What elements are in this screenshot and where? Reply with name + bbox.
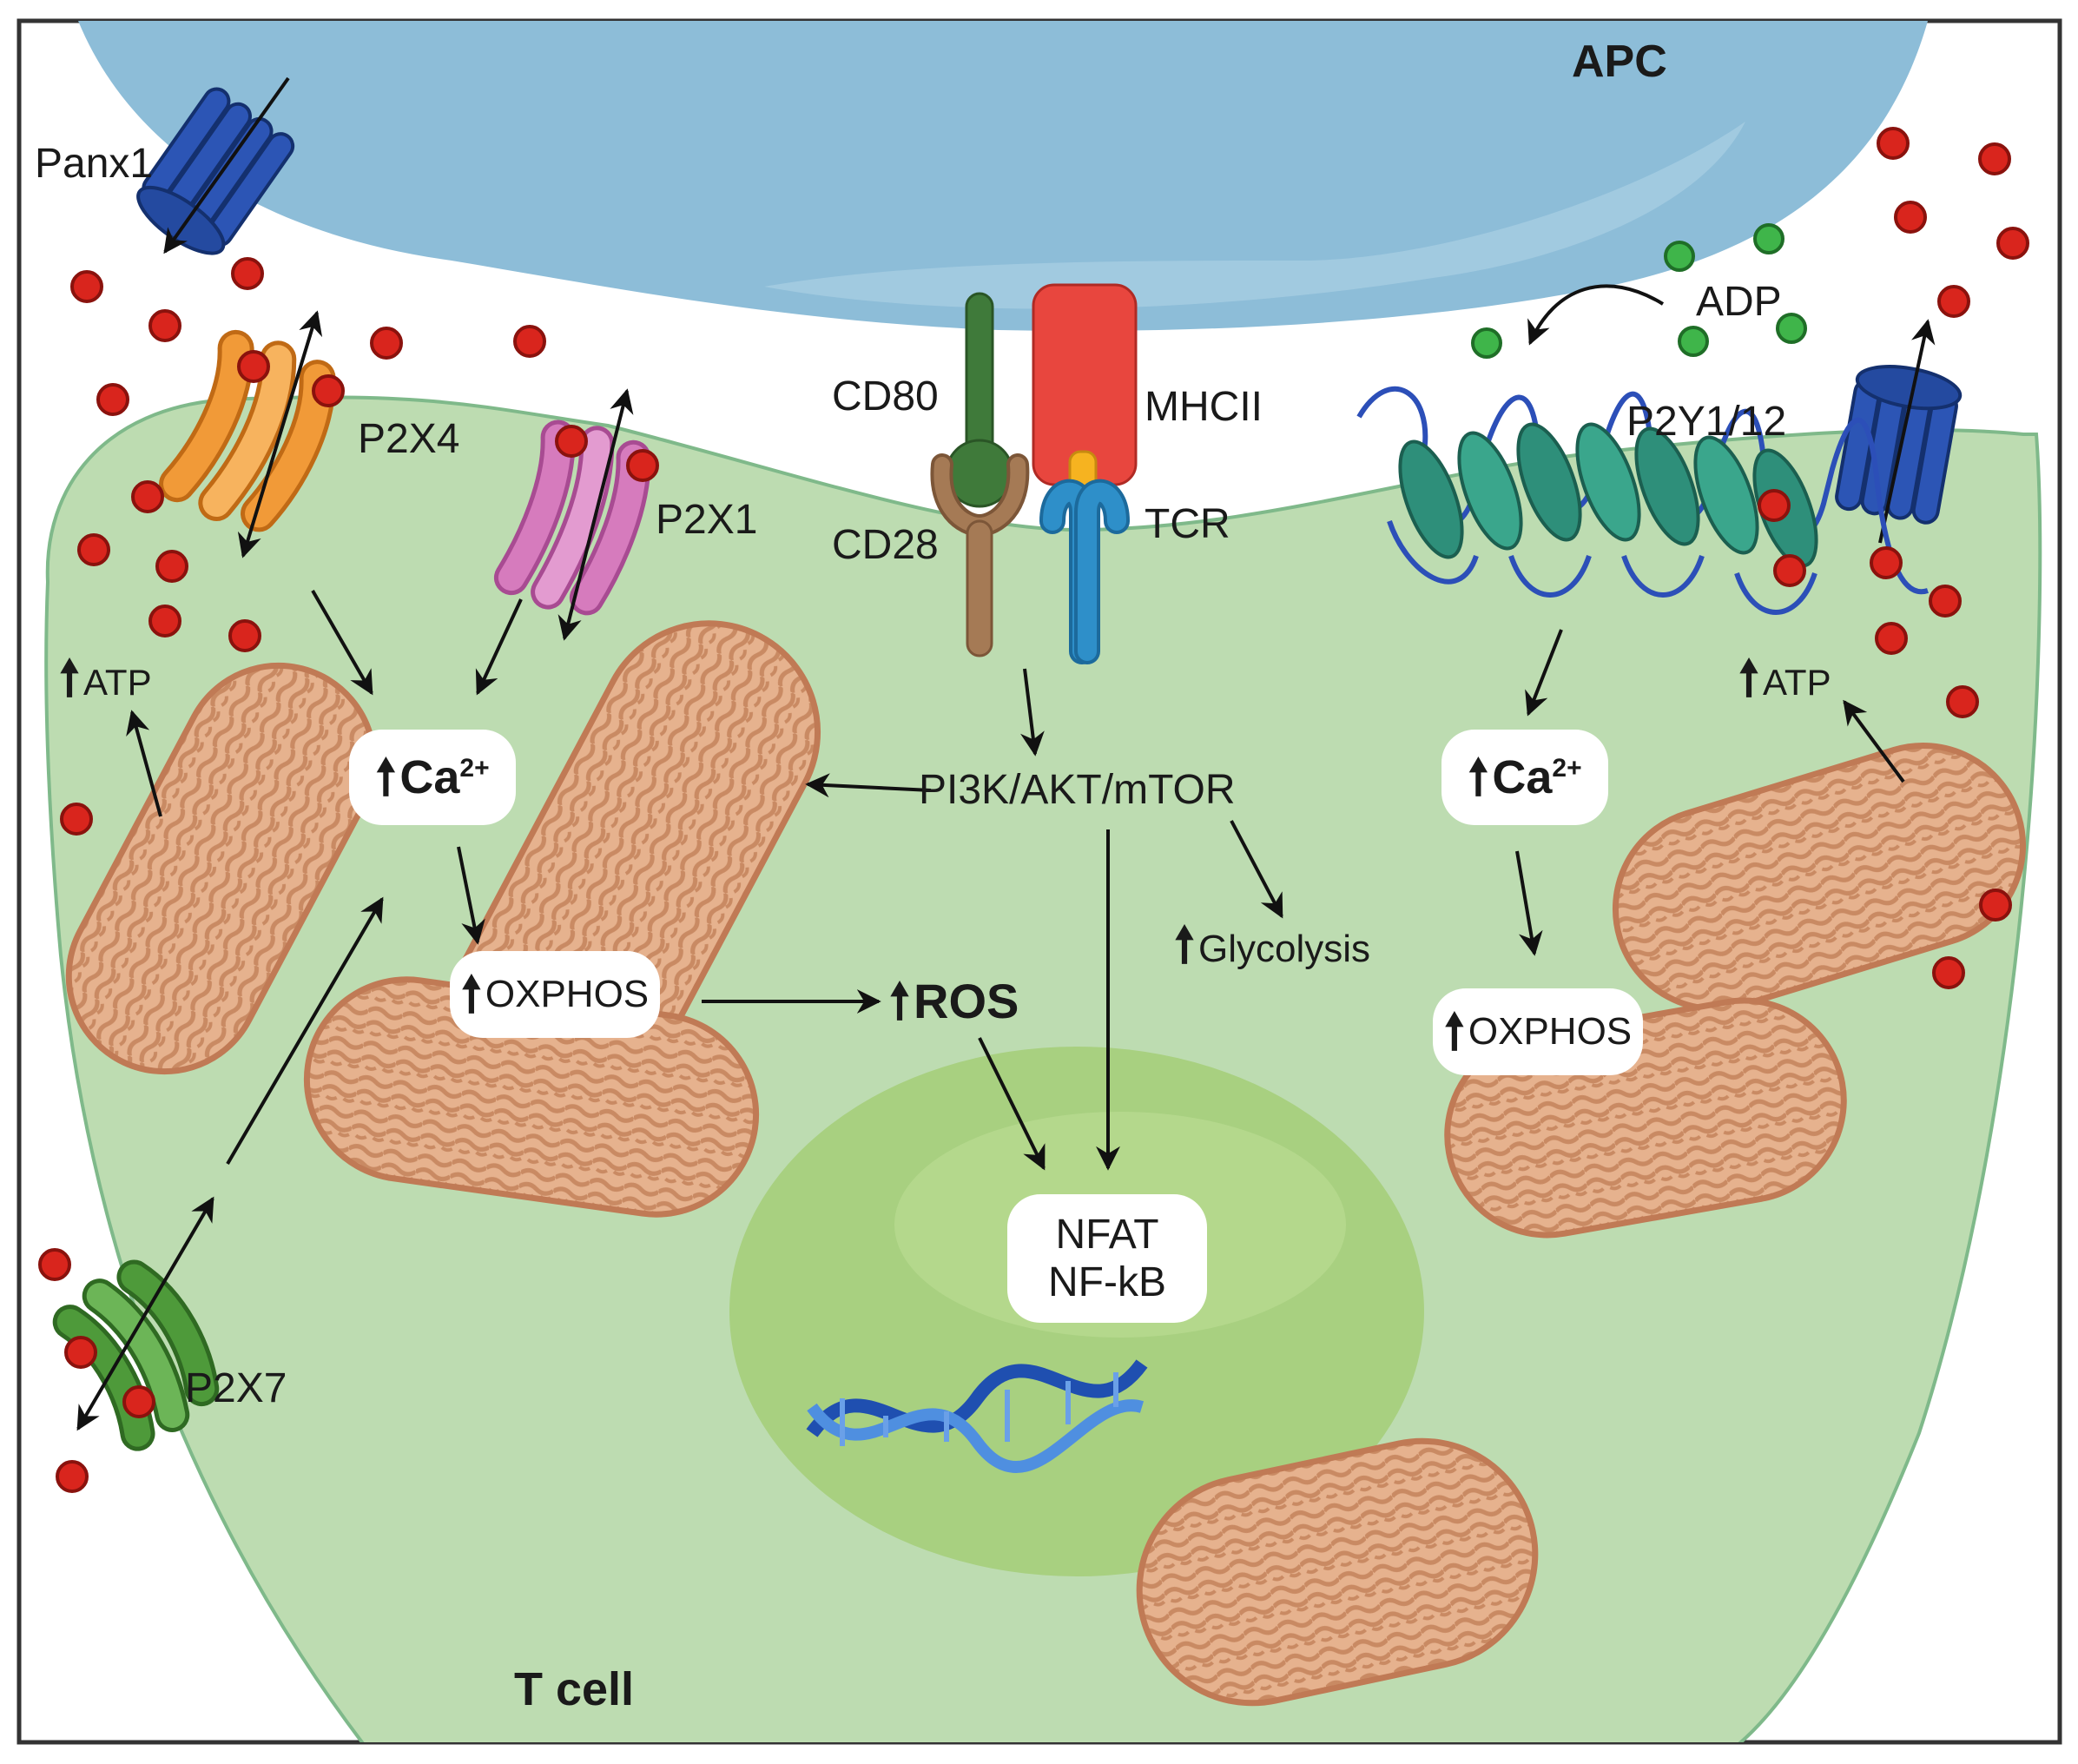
glycolysis-label: 🠕Glycolysis [1174, 921, 1370, 969]
mhcii-molecule [1032, 283, 1138, 505]
atp-left-label: 🠕ATP [59, 654, 152, 703]
ca-right-text: Ca2+ [1492, 751, 1582, 803]
mitochondrion-1 [65, 662, 378, 1075]
p2x7-arrow [76, 1196, 214, 1431]
up-arrow-icon: 🠕 [889, 974, 911, 1028]
p2x4-label: P2X4 [358, 416, 460, 462]
ros-text: ROS [914, 974, 1019, 1028]
ros-label: 🠕ROS [889, 977, 1019, 1026]
p2x7-to-ca-arrow [226, 896, 384, 1166]
ros-to-nfat-arrow [978, 1037, 1046, 1171]
atp-molecules [38, 127, 2029, 1493]
panx1-right-arrow [1878, 319, 1936, 544]
p2x4-to-ca-arrow [311, 590, 373, 696]
pathway-label: PI3K/AKT/mTOR [919, 767, 1236, 813]
cd28-label: CD28 [832, 522, 939, 568]
mito-to-atp-left-arrow [126, 710, 162, 817]
tcr-label: TCR [1145, 501, 1230, 547]
p2y-to-ca-arrow [1525, 629, 1563, 717]
cd28-to-pathway-arrow [1020, 668, 1045, 756]
atp-right-text: ATP [1763, 662, 1831, 703]
up-arrow-icon: 🠕 [375, 750, 397, 804]
ca-right-box: 🠕Ca2+ [1441, 730, 1608, 825]
mitochondrion-4 [1612, 742, 2027, 1013]
ca-left-text: Ca2+ [399, 751, 490, 803]
up-arrow-icon: 🠕 [460, 967, 482, 1021]
glycolysis-text: Glycolysis [1198, 928, 1371, 970]
cd28-molecule [930, 453, 1030, 657]
p2y-receptor [1356, 386, 1929, 615]
atp-right-label: 🠕ATP [1738, 654, 1831, 703]
apc-highlight [764, 122, 1745, 309]
p2x1-to-ca-arrow [475, 598, 523, 696]
oxphos-left-box: 🠕OXPHOS [450, 951, 660, 1038]
mhcii-label: MHCII [1145, 384, 1263, 430]
ca-to-oxphos-left-arrow [457, 846, 485, 945]
up-arrow-icon: 🠕 [1738, 651, 1760, 705]
up-arrow-icon: 🠕 [59, 651, 81, 705]
p2x1-label: P2X1 [656, 497, 758, 543]
oxphos-left-text: OXPHOS [485, 973, 650, 1015]
oxphos-right-box: 🠕OXPHOS [1433, 988, 1643, 1075]
atp-left-text: ATP [83, 662, 152, 703]
mitochondrion-6 [1136, 1437, 1539, 1707]
pathway-to-mito-arrow [805, 773, 932, 798]
panx1-label: Panx1 [35, 141, 154, 187]
p2y-label: P2Y1/12 [1626, 399, 1787, 445]
tcr-molecule [1039, 479, 1130, 664]
nfkb-text: NF-kB [1048, 1259, 1166, 1305]
dna-helix [806, 1359, 1148, 1473]
up-arrow-icon: 🠕 [1443, 1004, 1465, 1059]
cd80-label: CD80 [832, 373, 939, 420]
adp-label: ADP [1696, 279, 1782, 325]
nfat-nfkb-box: NFAT NF-kB [1007, 1194, 1207, 1323]
up-arrow-icon: 🠕 [1468, 750, 1489, 804]
apc-label: APC [1572, 36, 1667, 87]
ca-to-oxphos-right-arrow [1515, 850, 1543, 956]
nfat-text: NFAT [1055, 1211, 1159, 1258]
p2x1-arrow [557, 388, 634, 641]
pathway-to-glycolysis-arrow [1230, 820, 1283, 919]
oxphos-right-text: OXPHOS [1468, 1010, 1633, 1053]
ca-left-box: 🠕Ca2+ [349, 730, 516, 825]
up-arrow-icon: 🠕 [1174, 917, 1196, 972]
p2x4-arrow [237, 310, 323, 558]
cd80-molecule [945, 292, 1014, 508]
panx1-channel [136, 87, 295, 255]
adp-arrow [1527, 284, 1665, 346]
mito-to-atp-right-arrow [1843, 699, 1905, 783]
p2x7-label: P2X7 [185, 1365, 287, 1411]
panx1-channel-right [1835, 365, 1963, 525]
arrows [126, 284, 1905, 1171]
tcell-label: T cell [514, 1663, 635, 1715]
panx1-arrow [163, 76, 290, 254]
adp-molecules [1471, 223, 1807, 359]
